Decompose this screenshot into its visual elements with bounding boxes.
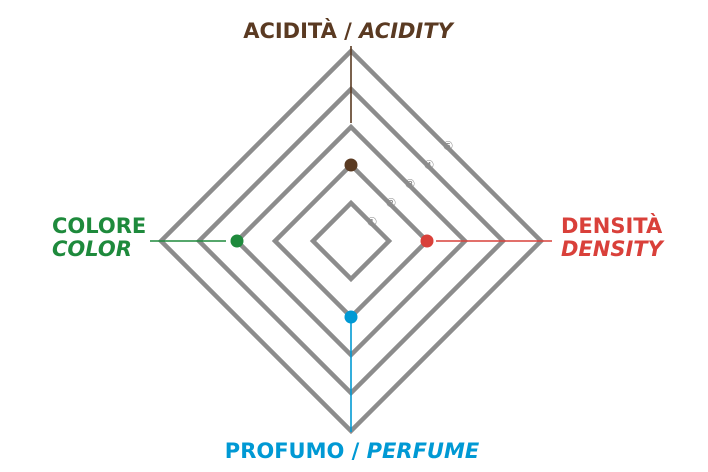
ring-label-2: ②	[386, 196, 397, 210]
axis-label-perfume: PROFUMO / PERFUME	[225, 439, 480, 463]
axis-label-perfume-main: PROFUMO /	[225, 439, 367, 463]
axis-label-acidity: ACIDITÀ / ACIDITY	[243, 18, 454, 43]
ring-label-5: ⑤	[443, 139, 454, 153]
data-point-perfume	[344, 310, 358, 324]
data-point-color	[230, 234, 244, 248]
data-point-density	[420, 234, 434, 248]
data-point-acidity	[344, 158, 358, 172]
axis-label-density-main: DENSITÀ	[561, 213, 663, 238]
axis-label-acidity-alt: ACIDITY	[357, 19, 454, 43]
ring-label-4: ④	[424, 158, 435, 172]
axis-lines	[150, 46, 552, 432]
ring-label-1: ①	[367, 215, 378, 229]
ring-label-3: ③	[405, 177, 416, 191]
axis-label-color-main: COLORE	[52, 214, 146, 238]
data-points	[230, 158, 434, 324]
axis-label-acidity-main: ACIDITÀ /	[243, 18, 359, 43]
axis-label-perfume-alt: PERFUME	[367, 439, 480, 463]
grid-ring-1	[309, 199, 393, 283]
axis-label-color-alt: COLOR	[52, 237, 132, 261]
axis-label-density-alt: DENSITY	[561, 237, 665, 261]
